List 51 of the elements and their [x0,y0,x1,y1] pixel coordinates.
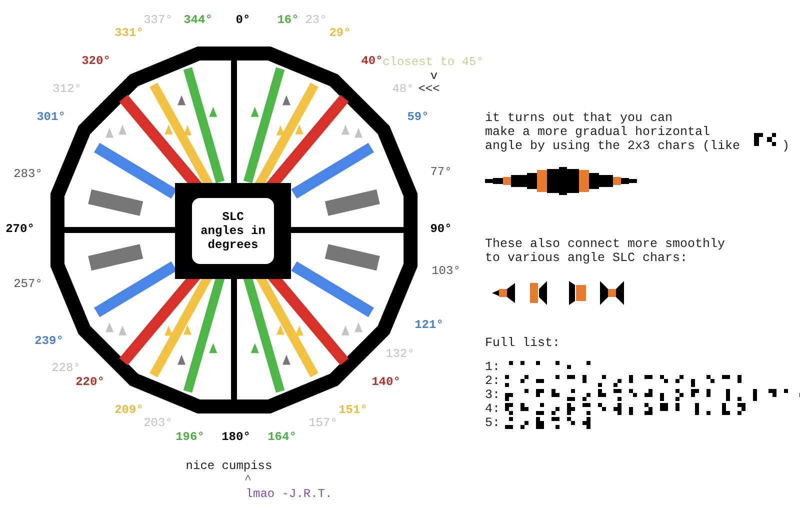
angle-label: lmao -J.R.T. [246,488,332,502]
angle-label: 157° [308,417,338,431]
center-title: SLC angles in degrees [192,198,274,264]
angle-label: closest to 45° [382,56,484,70]
angle-label: 228° [52,362,80,376]
angle-label: 77° [430,166,452,180]
note-text: 5: [485,416,500,430]
note-text: 1: [485,360,500,374]
angle-label: 121° [414,319,444,333]
note-text: 2: [485,374,500,388]
angle-label: 220° [76,376,104,390]
note-text: Full list: [485,336,560,350]
angle-label: 164° [268,431,296,445]
angle-label: 209° [114,404,144,418]
angle-label: 331° [114,27,144,41]
angle-label: 16° [277,14,299,28]
angle-label: 59° [407,111,429,125]
angle-label: 196° [176,431,204,445]
angle-label: v [430,70,438,84]
angle-label: 151° [338,404,368,418]
angle-label: 203° [144,417,172,431]
angle-label: 270° [6,223,34,237]
angle-label: 90° [430,223,452,237]
note-text: angle by using the 2x3 chars (like [485,139,740,154]
angle-label: 344° [184,14,212,28]
note-text: These also connect more smoothly to various angle SLC chars: [485,237,726,265]
angle-label: 257° [14,278,42,292]
note-text: ) [782,139,790,154]
angle-label: 48° [392,83,414,97]
note-text: 3: [485,388,500,402]
angle-label: 23° [305,14,327,28]
note-text: make a more gradual horizontal [485,125,710,140]
angle-label: 320° [82,55,110,69]
angle-label: <<< [418,83,440,97]
angle-label: 337° [144,14,172,28]
angle-label: 132° [386,348,414,362]
angle-label: 312° [52,83,82,97]
angle-label: 103° [432,265,460,279]
angle-label: 140° [372,376,400,390]
angle-label: ^ [244,474,252,488]
angle-label: 180° [222,431,250,445]
angle-label: nice cumpiss [186,460,272,474]
angle-label: 283° [14,168,42,182]
angle-label: 40° [361,55,383,69]
angle-label: 239° [34,335,64,349]
angle-label: 29° [329,27,351,41]
note-text: it turns out that you can [485,111,673,126]
angle-label: 301° [36,111,66,125]
center-box [175,183,291,279]
angle-label: 0° [236,14,250,28]
note-text: 4: [485,402,500,416]
